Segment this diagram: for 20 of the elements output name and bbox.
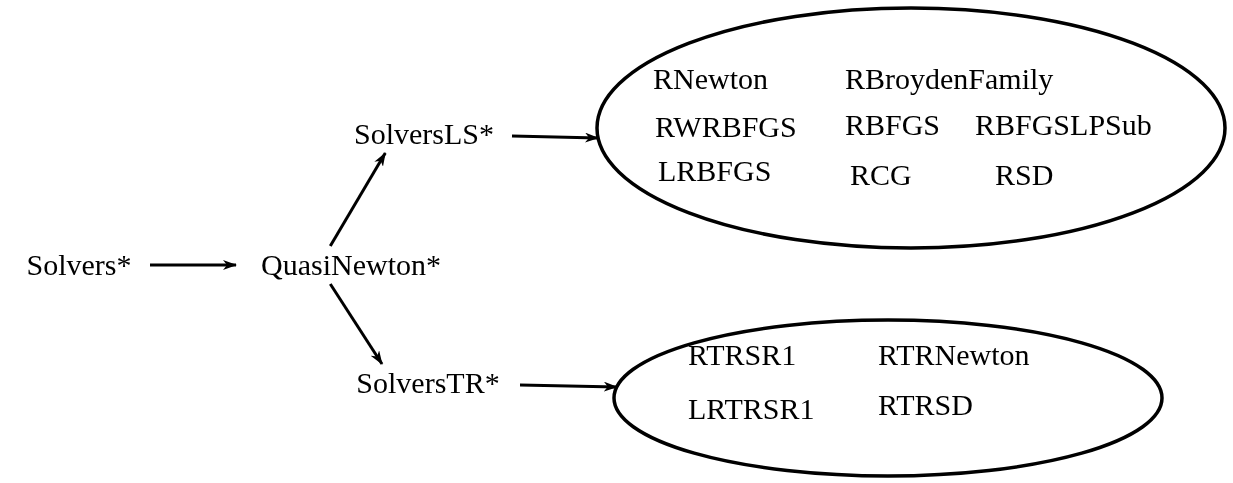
- solver-name: RCG: [850, 160, 912, 190]
- solver-name: LRTRSR1: [688, 394, 815, 424]
- class-label: SolversTR*: [356, 368, 500, 398]
- solver-name: RBFGSLPSub: [975, 110, 1152, 140]
- arrow: [329, 283, 384, 365]
- arrow: [519, 381, 618, 392]
- solver-name: RWRBFGS: [655, 112, 797, 142]
- arrow: [150, 260, 237, 270]
- solver-name: RTRNewton: [878, 340, 1030, 370]
- solver-name: RBFGS: [845, 110, 941, 140]
- solver-name: RNewton: [653, 64, 768, 94]
- solver-name: RBroydenFamily: [845, 64, 1054, 94]
- class-label: QuasiNewton*: [261, 250, 441, 280]
- class-label: SolversLS*: [354, 119, 494, 149]
- solver-name: RTRSR1: [688, 340, 797, 370]
- solver-name: LRBFGS: [658, 156, 772, 186]
- arrow: [329, 152, 387, 247]
- solver-name: RSD: [995, 160, 1054, 190]
- class-label: Solvers*: [26, 250, 132, 280]
- solver-name: RTRSD: [878, 390, 973, 420]
